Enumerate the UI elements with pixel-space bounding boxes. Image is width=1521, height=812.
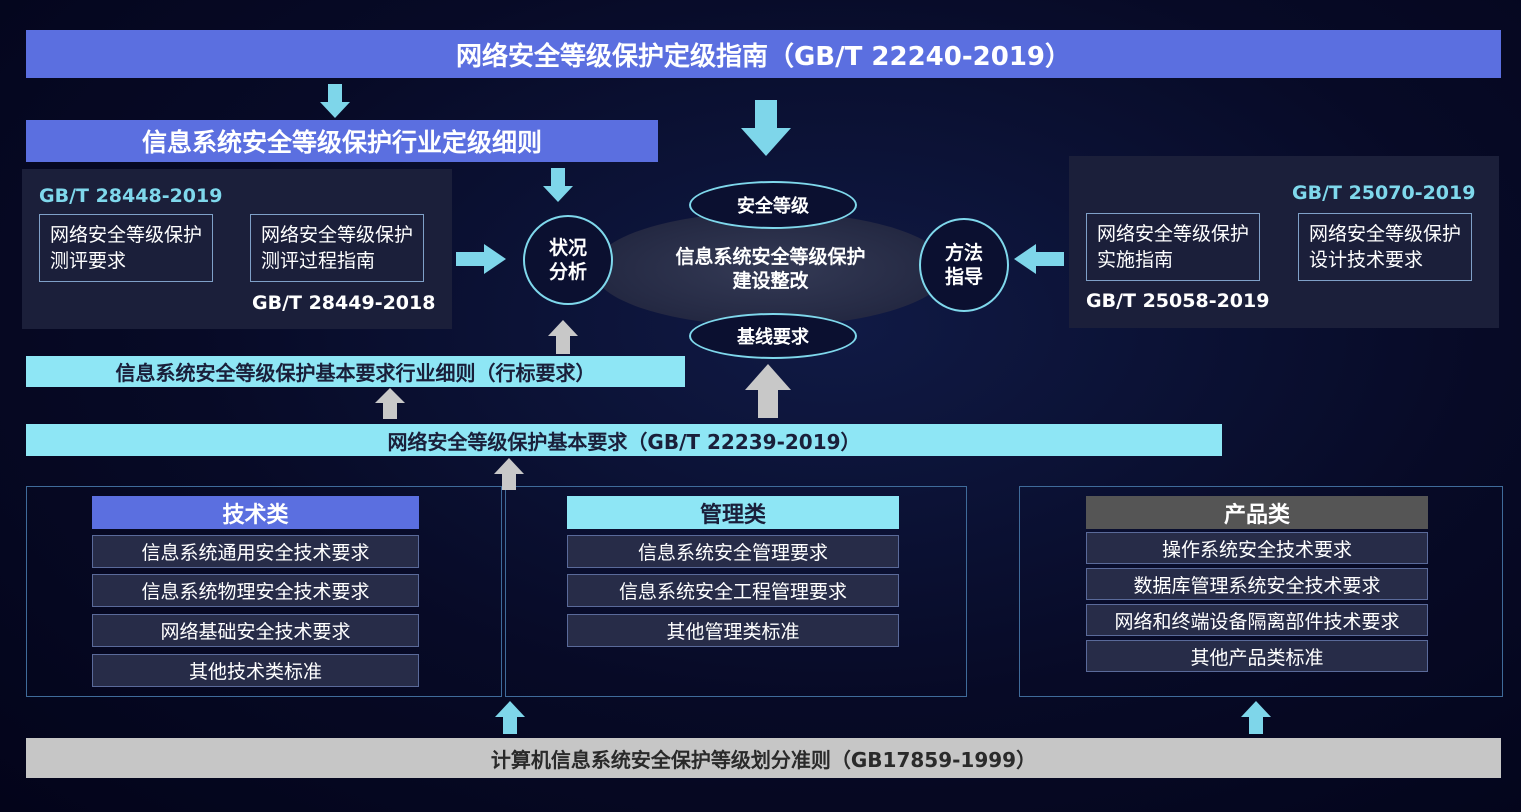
right-code-bottom: GB/T 25058-2019	[1086, 290, 1270, 312]
product-item: 数据库管理系统安全技术要求	[1086, 568, 1428, 600]
core-text: 信息系统安全等级保护 建设整改	[675, 245, 865, 293]
status-line2: 分析	[548, 261, 587, 283]
mgmt-item: 其他管理类标准	[567, 614, 899, 647]
industry-basic-bar: 信息系统安全等级保护基本要求行业细则（行标要求）	[26, 356, 685, 387]
tech-item: 其他技术类标准	[92, 654, 419, 687]
industry-grading-bar: 信息系统安全等级保护行业定级细则	[26, 120, 658, 162]
mgmt-item: 信息系统安全工程管理要求	[567, 574, 899, 607]
product-item: 其他产品类标准	[1086, 640, 1428, 672]
core-line2: 建设整改	[732, 270, 809, 292]
tech-item: 信息系统物理安全技术要求	[92, 574, 419, 607]
right-panel: GB/T 25070-2019 网络安全等级保护实施指南 网络安全等级保护设计技…	[1069, 156, 1499, 328]
baseline-pill: 基线要求	[689, 313, 857, 359]
tech-category-title: 技术类	[92, 496, 419, 529]
left-doc-evaluation: 网络安全等级保护测评要求	[39, 214, 213, 282]
left-code-bottom: GB/T 28449-2018	[252, 292, 436, 314]
core-line1: 信息系统安全等级保护	[675, 246, 866, 268]
method-line2: 指导	[944, 266, 983, 288]
arrow-down-icon	[543, 168, 573, 202]
tech-item: 网络基础安全技术要求	[92, 614, 419, 647]
left-panel: GB/T 28448-2019 网络安全等级保护测评要求 网络安全等级保护测评过…	[22, 169, 452, 329]
left-code-top: GB/T 28448-2019	[39, 185, 223, 207]
arrow-up-icon	[548, 320, 578, 354]
product-category-title: 产品类	[1086, 496, 1428, 529]
arrow-left-icon	[1014, 244, 1064, 274]
right-doc-design: 网络安全等级保护设计技术要求	[1298, 213, 1472, 281]
industry-basic-text: 信息系统安全等级保护基本要求行业细则（行标要求）	[115, 361, 596, 385]
top-banner-text: 网络安全等级保护定级指南（GB/T 22240-2019）	[455, 41, 1072, 72]
arrow-up-icon	[745, 364, 791, 418]
industry-grading-text: 信息系统安全等级保护行业定级细则	[141, 128, 542, 157]
left-doc-process-guide: 网络安全等级保护测评过程指南	[250, 214, 424, 282]
mgmt-category-panel: 管理类 信息系统安全管理要求 信息系统安全工程管理要求 其他管理类标准	[505, 486, 967, 697]
basic-requirements-text: 网络安全等级保护基本要求（GB/T 22239-2019）	[387, 429, 861, 454]
security-level-pill: 安全等级	[689, 181, 857, 229]
status-line1: 状况	[548, 237, 587, 259]
arrow-up-icon	[375, 388, 405, 419]
arrow-down-icon	[320, 84, 350, 118]
mgmt-item: 信息系统安全管理要求	[567, 535, 899, 568]
arrow-down-icon	[741, 100, 791, 156]
right-doc-implementation: 网络安全等级保护实施指南	[1086, 213, 1260, 281]
security-level-text: 安全等级	[737, 196, 809, 217]
tech-category-panel: 技术类 信息系统通用安全技术要求 信息系统物理安全技术要求 网络基础安全技术要求…	[26, 486, 502, 697]
core-ellipse: 信息系统安全等级保护 建设整改	[593, 212, 948, 326]
arrow-up-icon	[1241, 701, 1271, 734]
basic-requirements-bar: 网络安全等级保护基本要求（GB/T 22239-2019）	[26, 424, 1222, 456]
mgmt-category-title: 管理类	[567, 496, 899, 529]
arrow-up-icon	[495, 701, 525, 734]
status-analysis-circle: 状况 分析	[523, 215, 613, 305]
arrow-right-icon	[456, 244, 506, 274]
right-code-top: GB/T 25070-2019	[1292, 182, 1476, 204]
top-banner: 网络安全等级保护定级指南（GB/T 22240-2019）	[26, 30, 1501, 78]
bottom-banner: 计算机信息系统安全保护等级划分准则（GB17859-1999）	[26, 738, 1501, 778]
product-category-panel: 产品类 操作系统安全技术要求 数据库管理系统安全技术要求 网络和终端设备隔离部件…	[1019, 486, 1503, 697]
product-item: 网络和终端设备隔离部件技术要求	[1086, 604, 1428, 636]
tech-item: 信息系统通用安全技术要求	[92, 535, 419, 568]
bottom-banner-text: 计算机信息系统安全保护等级划分准则（GB17859-1999）	[490, 747, 1037, 772]
product-item: 操作系统安全技术要求	[1086, 532, 1428, 564]
method-guidance-circle: 方法 指导	[919, 218, 1009, 312]
method-line1: 方法	[944, 242, 983, 264]
baseline-text: 基线要求	[737, 327, 809, 348]
